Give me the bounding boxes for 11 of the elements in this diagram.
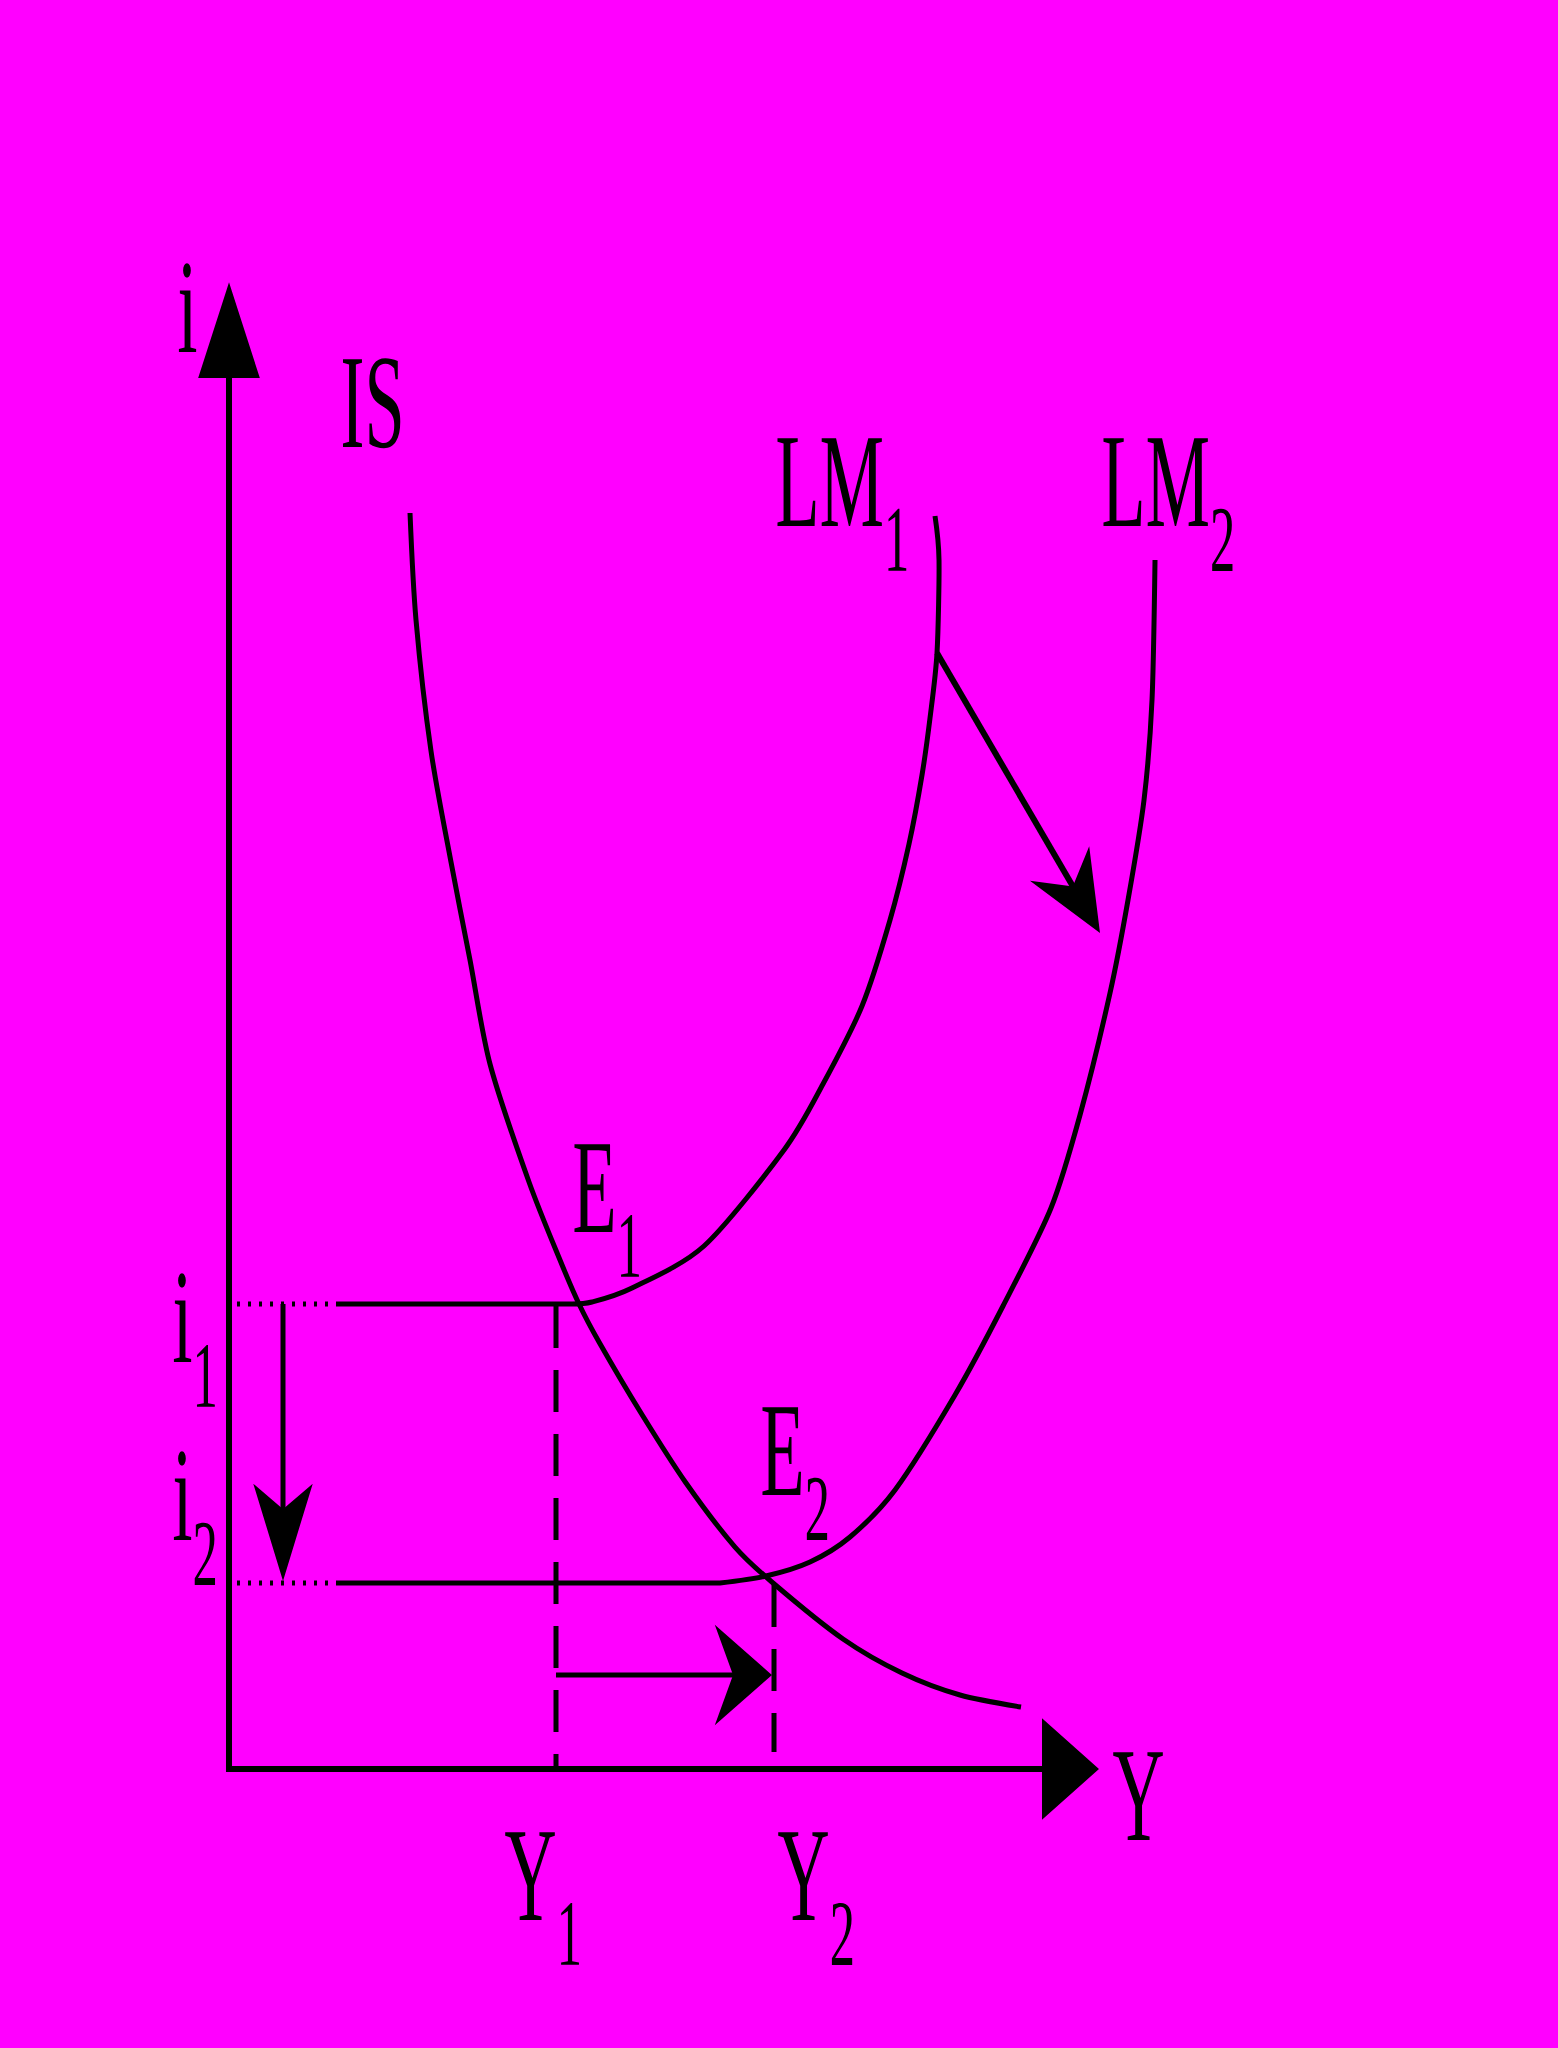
point-label: E$_{2}$	[762, 1407, 828, 1540]
axis-label: i	[178, 263, 197, 352]
point-label: E$_{1}$	[574, 1144, 639, 1277]
tick-label: i$_{2}$	[173, 1451, 216, 1585]
tick-label: Y$_{2}$	[778, 1832, 853, 1965]
tick-label: Y$_{1}$	[505, 1832, 579, 1965]
curve-label: IS	[343, 358, 401, 449]
axis-label: Y	[1113, 1752, 1163, 1840]
curve-label: LM$_{2}$	[1103, 438, 1233, 571]
tick-label: i$_{1}$	[173, 1273, 215, 1407]
curve-label: LM$_{1}$	[777, 438, 907, 571]
